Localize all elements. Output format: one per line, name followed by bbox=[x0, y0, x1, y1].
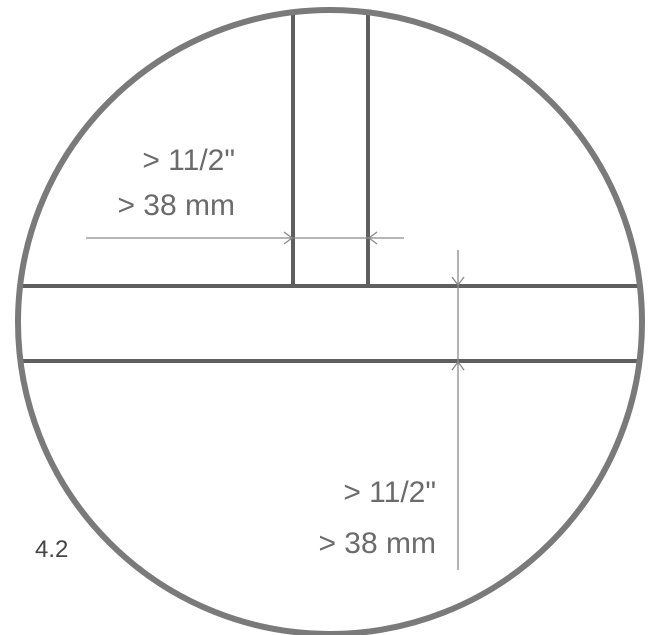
horizontal-dimension-label-metric: > 38 mm bbox=[117, 189, 235, 222]
arrowhead-right-icon bbox=[283, 231, 294, 245]
horizontal-dimension-label-imperial: > 11/2" bbox=[142, 144, 235, 177]
vertical-dimension-label-imperial: > 11/2" bbox=[343, 476, 436, 509]
vertical-dimension-label-metric: > 38 mm bbox=[318, 527, 436, 560]
arrowhead-up-icon bbox=[451, 360, 465, 371]
vertical-dimension bbox=[451, 250, 465, 570]
detail-circle-outline bbox=[15, 7, 645, 635]
framing-members bbox=[18, 10, 642, 363]
arrowhead-left-icon bbox=[367, 231, 378, 245]
figure-label: 4.2 bbox=[35, 536, 68, 563]
horizontal-dimension bbox=[86, 231, 404, 245]
arrowhead-down-icon bbox=[451, 276, 465, 287]
